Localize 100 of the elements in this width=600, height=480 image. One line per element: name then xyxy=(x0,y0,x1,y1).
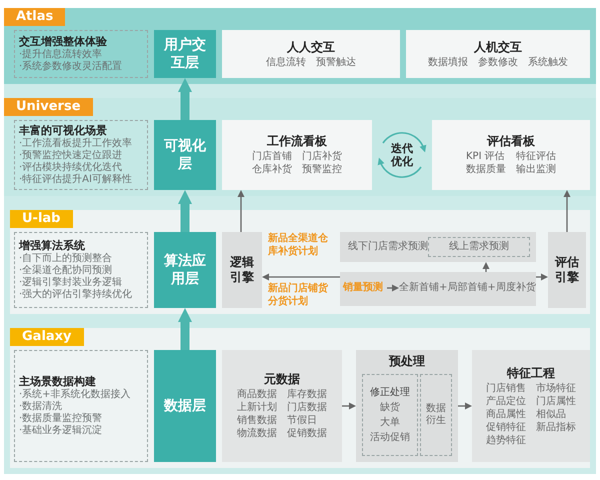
plan-label: 新品门店铺货分货计划 xyxy=(268,282,329,308)
info-card xyxy=(222,120,372,190)
layer-band xyxy=(4,8,596,84)
plan-label: 新品全渠道仓库补货计划 xyxy=(268,232,329,258)
summary-box xyxy=(14,232,148,308)
item-label: 商品数据 xyxy=(237,389,277,401)
cycle-label: 迭代优化 xyxy=(391,142,413,168)
info-card xyxy=(222,350,342,462)
card-title: 特征工程 xyxy=(507,366,555,380)
dashed-box xyxy=(420,374,452,456)
item-label: 促销数据 xyxy=(287,428,327,440)
layer-tab: Galaxy xyxy=(10,328,84,346)
item-label: 市场特征 xyxy=(536,382,576,394)
bullet-text: ·系统+非系统化数据接入 xyxy=(19,389,132,400)
arrow xyxy=(564,190,570,232)
forecast-label: 销量预测 xyxy=(343,282,383,294)
layer-title: 可视化层 xyxy=(163,137,207,173)
item-label: 数据填报 xyxy=(428,56,468,68)
item-label: 门店属性 xyxy=(536,396,576,408)
info-card xyxy=(432,120,590,190)
item-label: 数据衍生 xyxy=(425,403,447,427)
bullet-text: ·评估模块持续优化迭代 xyxy=(19,162,124,174)
item-label: 门店补货 xyxy=(302,151,342,163)
arrow xyxy=(178,190,192,232)
summary-box xyxy=(14,350,148,462)
item-label: 系统触发 xyxy=(528,56,568,68)
summary-title: 增强算法系统 xyxy=(19,239,86,252)
item-label: 大单 xyxy=(380,416,400,428)
layer-box xyxy=(154,120,216,190)
engine-box xyxy=(222,232,262,308)
arrow xyxy=(178,308,192,350)
info-card xyxy=(222,30,400,78)
arrow xyxy=(458,402,472,410)
summary-box xyxy=(14,30,148,78)
item-label: 数据质量 xyxy=(466,164,506,176)
arrow xyxy=(238,190,244,232)
dashed-box xyxy=(428,237,530,257)
info-card xyxy=(406,30,590,78)
card-title: 预处理 xyxy=(389,354,425,369)
summary-title: 丰富的可视化场景 xyxy=(19,124,108,138)
bullet-text: ·系统参数修改灵活配置 xyxy=(19,61,124,73)
item-label: 活动促销 xyxy=(370,432,410,444)
bullet-text: ·数据清洗 xyxy=(19,401,64,412)
bullet-text: ·基础业务逻辑沉淀 xyxy=(19,425,104,437)
item-label: 商品属性 xyxy=(486,408,526,420)
process-box xyxy=(356,350,458,462)
arrow xyxy=(178,78,192,120)
layer-title: 用户交互层 xyxy=(162,36,207,72)
item-label: 相似品 xyxy=(536,408,567,420)
arrow xyxy=(482,262,490,272)
arrow xyxy=(387,284,399,292)
item-label: 输出监测 xyxy=(516,164,556,176)
item-label: 销售数据 xyxy=(237,415,277,427)
item-label: 特征评估 xyxy=(516,151,556,163)
card-title: 人人交互 xyxy=(287,40,335,54)
engine-box xyxy=(548,232,586,308)
summary-title: 主场景数据构建 xyxy=(19,375,97,388)
layer-band xyxy=(10,210,590,314)
item-label: 门店销售 xyxy=(486,382,526,394)
layer-box xyxy=(154,350,216,462)
bullet-text: ·逻辑引擎封装业务逻辑 xyxy=(19,277,124,288)
bullet-text: ·特征评估提升AI可解释性 xyxy=(19,174,133,186)
item-label: 线上需求预测 xyxy=(448,241,510,253)
item-label: 新品指标 xyxy=(536,422,576,434)
engine-label: 逻辑引擎 xyxy=(230,255,254,285)
item-label: 全新首铺+局部首铺+周度补货 xyxy=(399,282,536,294)
bullet-text: ·提升信息流转效率 xyxy=(19,49,104,60)
layer-band xyxy=(4,98,596,196)
bullet-text: ·数据质量监控预警 xyxy=(19,413,104,424)
bullet-text: ·工作流看板提升工作效率 xyxy=(19,138,134,150)
bullet-text: ·自下而上的预测整合 xyxy=(19,253,114,264)
arrow xyxy=(262,274,340,280)
item-label: 物流数据 xyxy=(237,428,277,440)
card-title: 人机交互 xyxy=(474,40,522,54)
item-label: 门店数据 xyxy=(287,402,327,414)
item-label: 信息流转 xyxy=(266,56,306,68)
summary-box xyxy=(14,120,148,190)
info-card xyxy=(472,350,590,462)
item-label: 预警监控 xyxy=(302,164,342,176)
forecast-box xyxy=(340,232,536,262)
item-label: 缺货 xyxy=(380,402,400,414)
layer-tab: Universe xyxy=(4,98,93,116)
item-label: 上新计划 xyxy=(237,402,277,414)
item-label: 节假日 xyxy=(287,415,318,427)
card-title: 工作流看板 xyxy=(267,134,327,149)
bullet-text: ·预警监控快速定位跟进 xyxy=(19,150,124,162)
item-label: 趋势特征 xyxy=(486,434,526,446)
layer-title: 算法应用层 xyxy=(163,252,207,288)
dashed-box xyxy=(362,374,418,456)
engine-label: 评估引擎 xyxy=(555,255,579,285)
layer-box xyxy=(154,30,216,78)
item-label: KPI 评估 xyxy=(466,151,506,163)
item-label: 线下门店需求预测 xyxy=(348,241,428,253)
item-label: 修正处理 xyxy=(370,386,410,398)
arrow xyxy=(342,402,356,410)
item-label: 仓库补货 xyxy=(252,164,292,176)
layer-band xyxy=(10,328,590,468)
layer-box xyxy=(154,232,216,308)
item-label: 库存数据 xyxy=(287,389,327,401)
bullet-text: ·全渠道仓配协同预测 xyxy=(19,265,114,276)
